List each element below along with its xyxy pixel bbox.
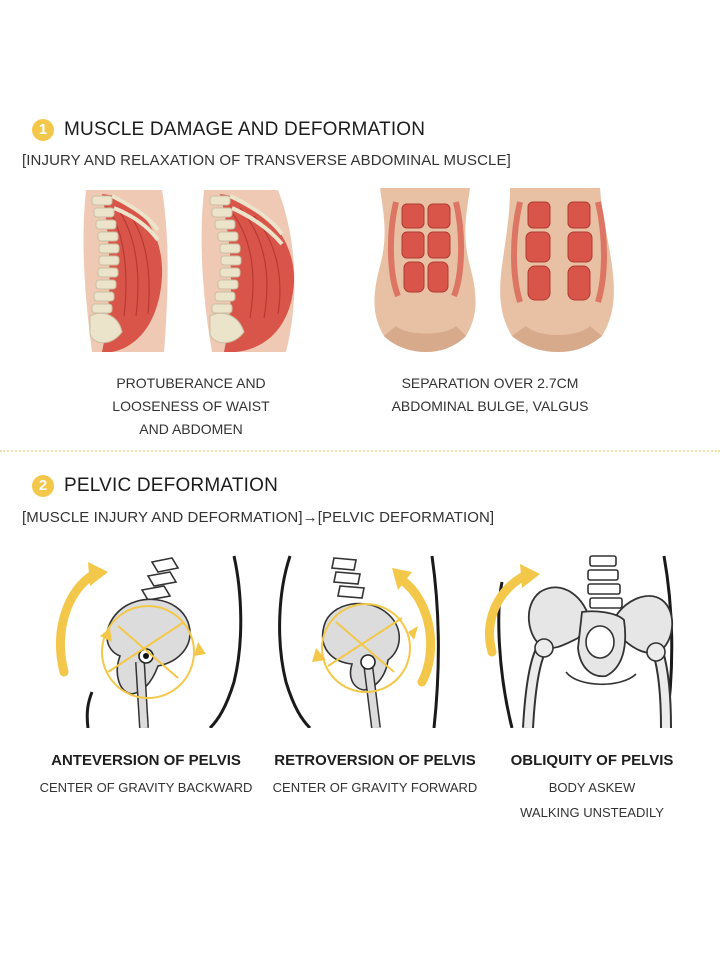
anteversion-title: ANTEVERSION OF PELVIS bbox=[51, 752, 241, 769]
caption-waist: PROTUBERANCE AND LOOSENESS OF WAIST AND … bbox=[86, 372, 296, 441]
pelvis-anteversion-illustration bbox=[56, 555, 243, 728]
caption-waist-line1: PROTUBERANCE AND bbox=[116, 375, 266, 391]
anteversion-caption-line1: CENTER OF GRAVITY BACKWARD bbox=[39, 780, 253, 795]
front-view-separated bbox=[500, 188, 614, 352]
obliquity-caption-line2: WALKING UNSTEADILY bbox=[520, 805, 664, 820]
side-view-illustrations bbox=[83, 190, 295, 352]
side-view-normal bbox=[83, 190, 168, 352]
caption-waist-line3: AND ABDOMEN bbox=[139, 421, 243, 437]
caption-separation-line2: ABDOMINAL BULGE, VALGUS bbox=[391, 398, 589, 414]
retroversion-title: RETROVERSION OF PELVIS bbox=[274, 752, 476, 769]
obliquity-title: OBLIQUITY OF PELVIS bbox=[510, 752, 674, 769]
obliquity-caption-line1: BODY ASKEW bbox=[548, 780, 636, 795]
retroversion-caption-line1: CENTER OF GRAVITY FORWARD bbox=[272, 780, 478, 795]
section2-heading: 2 PELVIC DEFORMATION bbox=[32, 475, 278, 497]
section-divider bbox=[0, 450, 720, 452]
front-view-normal bbox=[374, 188, 476, 352]
number-badge-2: 2 bbox=[32, 475, 54, 497]
side-view-loose bbox=[201, 190, 295, 352]
caption-separation: SEPARATION OVER 2.7CM ABDOMINAL BULGE, V… bbox=[370, 372, 610, 418]
pelvis-obliquity-illustration bbox=[485, 555, 674, 728]
retroversion-caption: CENTER OF GRAVITY FORWARD bbox=[257, 775, 493, 800]
obliquity-caption: BODY ASKEW WALKING UNSTEADILY bbox=[486, 775, 698, 825]
section1-subtitle: [INJURY AND RELAXATION OF TRANSVERSE ABD… bbox=[22, 152, 511, 169]
number-badge-1: 1 bbox=[32, 119, 54, 141]
anteversion-caption: CENTER OF GRAVITY BACKWARD bbox=[26, 775, 266, 800]
section2-subtitle: [MUSCLE INJURY AND DEFORMATION]→[PELVIC … bbox=[22, 509, 495, 526]
section1-title: MUSCLE DAMAGE AND DEFORMATION bbox=[64, 119, 426, 140]
front-view-illustrations bbox=[374, 188, 614, 352]
section2-title: PELVIC DEFORMATION bbox=[64, 475, 279, 496]
caption-separation-line1: SEPARATION OVER 2.7CM bbox=[401, 375, 579, 391]
caption-waist-line2: LOOSENESS OF WAIST bbox=[112, 398, 270, 414]
section1-heading: 1 MUSCLE DAMAGE AND DEFORMATION bbox=[32, 119, 425, 141]
pelvis-retroversion-illustration bbox=[278, 555, 440, 728]
